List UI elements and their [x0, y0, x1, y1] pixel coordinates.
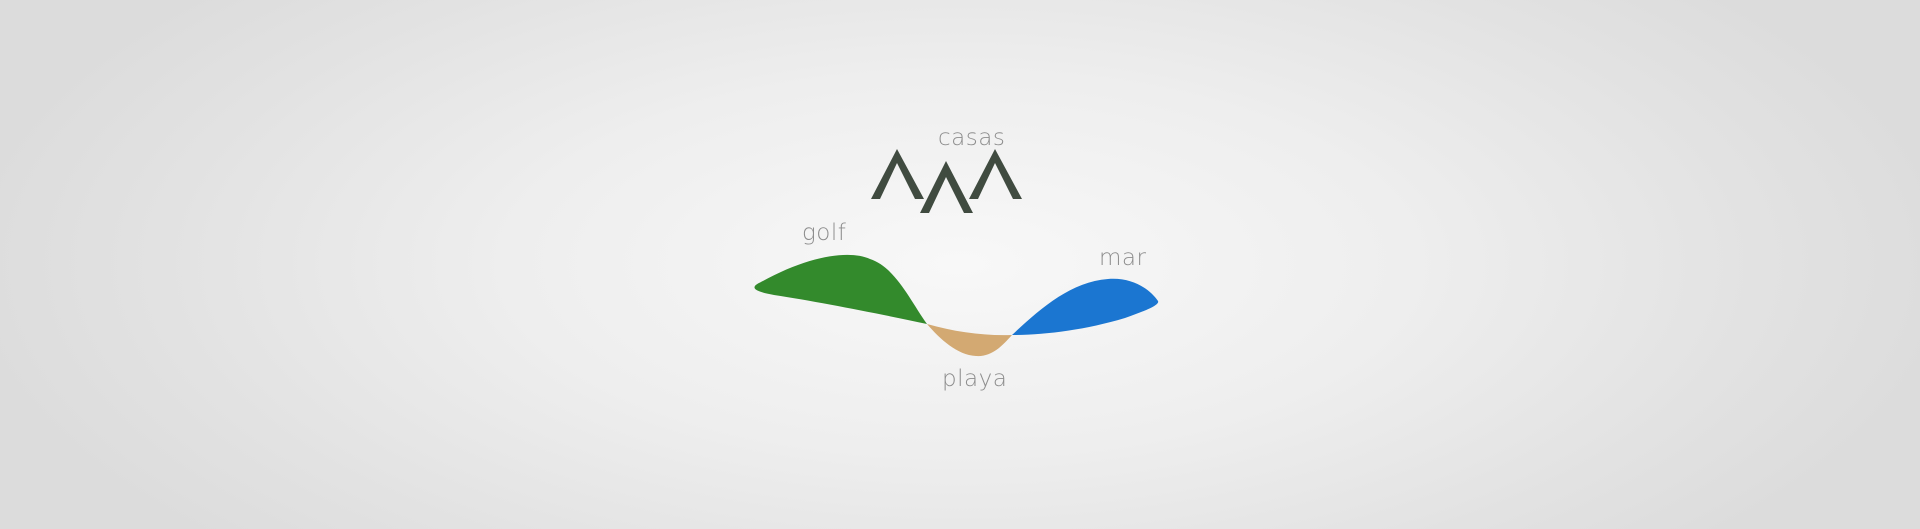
houses-group	[871, 149, 1022, 213]
house-roof-icon	[969, 149, 1022, 199]
beach-sand-icon	[927, 324, 1012, 357]
label-mar: mar	[1099, 245, 1147, 271]
brand-logo	[740, 115, 1180, 415]
label-casas: casas	[938, 125, 1006, 151]
label-golf: golf	[802, 220, 847, 246]
logo-graphic	[754, 149, 1159, 357]
house-roof-icon	[920, 161, 973, 213]
golf-hill-icon	[754, 254, 927, 324]
sea-wave-icon	[1012, 278, 1159, 335]
house-roof-icon	[871, 149, 924, 199]
label-playa: playa	[942, 366, 1008, 392]
